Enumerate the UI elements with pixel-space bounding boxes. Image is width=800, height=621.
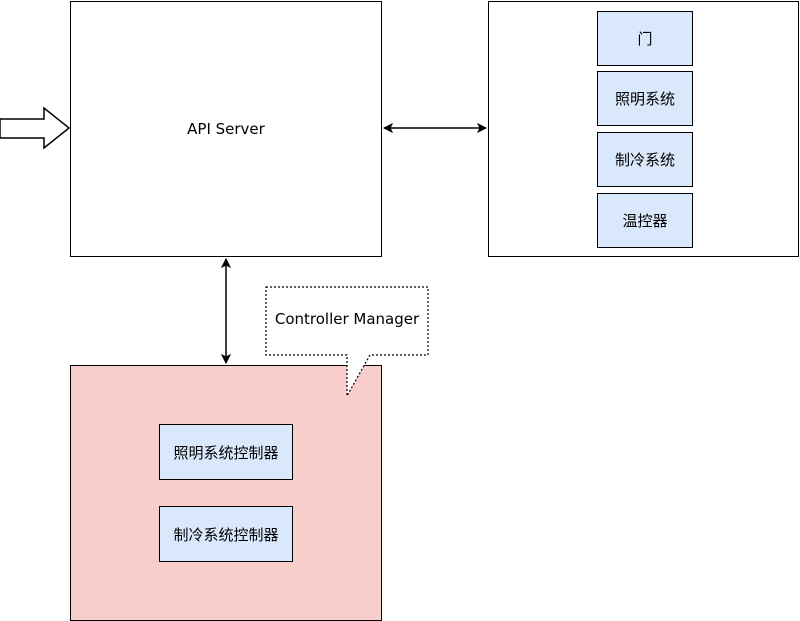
device-item-cooling: 制冷系统 <box>597 132 693 187</box>
api-server-label: API Server <box>187 120 265 138</box>
devices-box: 门 照明系统 制冷系统 温控器 <box>488 1 799 257</box>
controller-manager-box: 照明系统控制器 制冷系统控制器 <box>70 365 382 621</box>
api-server-box: API Server <box>70 1 382 257</box>
input-arrow-icon <box>0 106 71 150</box>
controller-item-lighting: 照明系统控制器 <box>159 424 293 480</box>
device-item-door: 门 <box>597 11 693 66</box>
controller-item-cooling: 制冷系统控制器 <box>159 506 293 562</box>
device-item-lighting: 照明系统 <box>597 71 693 126</box>
controller-manager-label: Controller Manager <box>274 310 420 328</box>
device-item-thermostat: 温控器 <box>597 193 693 248</box>
